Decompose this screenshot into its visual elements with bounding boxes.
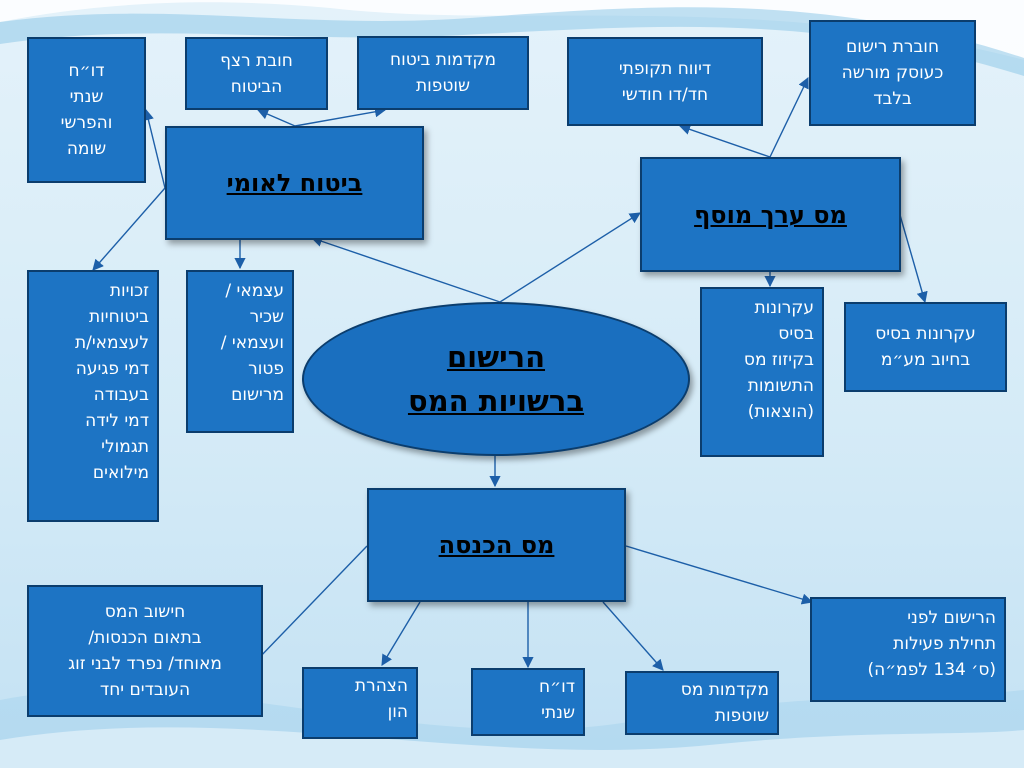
node-bituach-rights: זכויות ביטוחיות לעצמאי/ת דמי פגיעה בעבוד…: [27, 270, 159, 522]
connector-maam-registration: [769, 76, 809, 158]
node-income-capital-declaration: הצהרת הון: [302, 667, 418, 739]
node-maam: מס ערך מוסף: [640, 157, 901, 272]
connector-maam-periodic: [678, 123, 771, 158]
node-bituach-status: עצמאי / שכיר ועצמאי / פטור מרישום: [186, 270, 294, 433]
center-topic-registration: הרישום ברשויות המס: [302, 302, 690, 456]
node-bituach-leumi: ביטוח לאומי: [165, 126, 424, 240]
node-bituach-advances: מקדמות ביטוח שוטפות: [357, 36, 529, 110]
connector-bituach-annual: [142, 108, 166, 189]
node-income-pre-activity: הרישום לפני תחילת פעילות (ס׳ 134 לפמ״ה): [810, 597, 1006, 702]
connector-bituach-advances: [294, 106, 387, 127]
connector-maam-liability: [899, 214, 928, 304]
connector-income-advances: [602, 601, 664, 671]
node-income-advances: מקדמות מס שוטפות: [625, 671, 779, 735]
node-income-tax: מס הכנסה: [367, 488, 626, 602]
connector-income-capital: [381, 601, 421, 666]
connector-center-maam: [499, 212, 641, 303]
node-maam-liability-principles: עקרונות בסיס בחיוב מע״מ: [844, 302, 1007, 392]
node-maam-registration-duty: חוברת רישום כעוסק מורשה בלבד: [809, 20, 976, 126]
connector-income-preactivity: [625, 545, 814, 605]
connector-center-bituach: [310, 235, 501, 303]
node-income-tax-calculation: חישוב המס בתאום הכנסות/ מאוחד/ נפרד לבני…: [27, 585, 263, 717]
node-maam-periodic-report: דיווח תקופתי חד/דו חודשי: [567, 37, 763, 126]
node-bituach-annual-report: דו״ח שנתי והפרשי שומה: [27, 37, 146, 183]
node-bituach-continuous-duty: חובת רצף הביטוח: [185, 37, 328, 110]
node-maam-deduction-principles: עקרונות בסיס בקיזוז מס התשומות (הוצאות): [700, 287, 824, 457]
connector-bituach-continuous: [256, 108, 296, 127]
node-income-annual-report: דו״ח שנתי: [471, 668, 585, 736]
connector-bituach-rights: [92, 187, 166, 271]
